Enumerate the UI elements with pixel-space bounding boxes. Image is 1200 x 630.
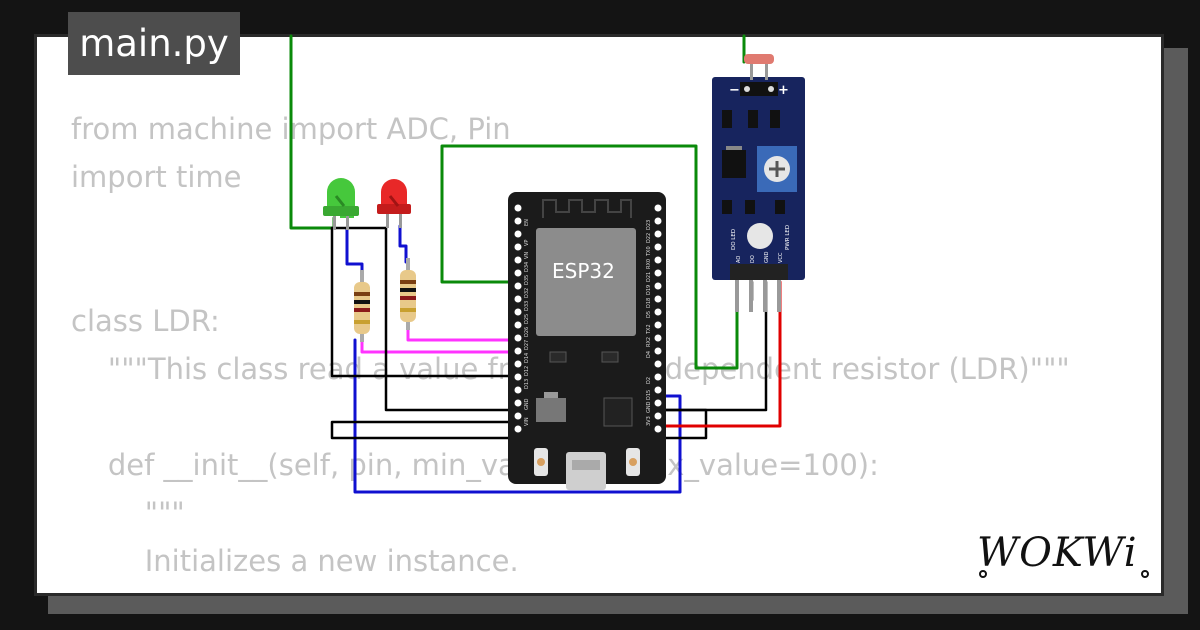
wire-green-d35 xyxy=(440,144,739,370)
esp32-pins-right: D23 D22 TX0 RX0 D21 D19 D18 D5 TX2 RX2 D… xyxy=(646,204,662,433)
pin-label: D23 xyxy=(646,220,652,230)
pin-label: 3V3 xyxy=(646,416,652,426)
code-line: class LDR: xyxy=(71,304,220,338)
pin-label: D32 xyxy=(524,288,530,298)
code-line: :parameter pin A pin that's connected to… xyxy=(71,585,1070,593)
wire-blue-led-red xyxy=(398,224,408,264)
code-line: from machine import ADC, Pin xyxy=(71,112,511,146)
pin-label: D21 xyxy=(646,272,652,282)
pin-label: TX2 xyxy=(646,324,652,335)
wire-black-1 xyxy=(330,226,520,378)
code-editor: from machine import ADC, Pin import time c… xyxy=(71,105,1070,593)
pin-label: RX2 xyxy=(646,337,652,347)
pin-label: D4 xyxy=(646,351,652,358)
pin-label: D25 xyxy=(524,314,530,324)
pin-label: D33 xyxy=(524,301,530,311)
sensor-pin-label: GND xyxy=(764,251,770,263)
red-led-icon xyxy=(377,179,411,228)
wire-magenta-d26 xyxy=(406,324,520,342)
pin-label: VP xyxy=(524,240,530,246)
wokwi-logo: WOKWi xyxy=(977,530,1149,578)
wire-red-vcc xyxy=(656,280,782,428)
pin-label: RX0 xyxy=(646,259,652,269)
chip-label: ESP32 xyxy=(552,259,615,283)
green-led-icon xyxy=(323,178,359,230)
pin-label: GND xyxy=(646,401,652,413)
pin-label: D2 xyxy=(646,377,652,384)
pin-label: D5 xyxy=(646,311,652,318)
sensor-pin-label: AO xyxy=(736,256,742,263)
pin-label: GND xyxy=(524,398,530,410)
led-label-pwr: PWR LED xyxy=(785,225,791,250)
led-label-do: DO LED xyxy=(731,229,737,250)
esp32-board: ESP32 xyxy=(508,192,666,490)
resistor-icon xyxy=(354,270,370,342)
pin-label: D19 xyxy=(646,285,652,295)
wire-black-gnd-sensor xyxy=(656,280,768,412)
wire-blue-gnd xyxy=(353,338,682,494)
pin-label: D26 xyxy=(524,327,530,337)
pin-label: VN xyxy=(524,252,530,259)
sensor-pin-label: DO xyxy=(750,255,756,263)
code-line: import time xyxy=(71,160,242,194)
header-plus: + xyxy=(778,83,789,98)
pin-label: D34 xyxy=(524,262,530,272)
wokwi-logo-text: WOKWi xyxy=(977,530,1138,576)
wire-blue-led-green xyxy=(345,226,364,280)
file-tab[interactable]: main.py xyxy=(68,12,240,75)
resistor-icon xyxy=(400,258,416,330)
code-line: """ xyxy=(71,496,185,530)
pin-label: EN xyxy=(524,219,530,226)
pin-label: D15 xyxy=(646,390,652,400)
esp32-pins-left: EN VP VN D34 D35 D32 D33 D25 D26 D27 D14… xyxy=(514,204,530,433)
pin-label: VIN xyxy=(524,417,530,426)
pin-label: D13 xyxy=(524,379,530,389)
pin-label: D14 xyxy=(524,353,530,363)
wire-black-2 xyxy=(330,226,520,412)
ldr-sensor-module: − + DO LED PWR LED AO DO GND VCC xyxy=(712,54,805,312)
pin-label: D27 xyxy=(524,340,530,350)
pin-label: D22 xyxy=(646,233,652,243)
code-line: Initializes a new instance. xyxy=(71,544,519,578)
pin-label: TX0 xyxy=(646,246,652,257)
header-minus: − xyxy=(729,83,740,98)
sensor-pin-label: VCC xyxy=(778,252,784,263)
pin-label: D18 xyxy=(646,298,652,308)
pin-label: D35 xyxy=(524,275,530,285)
pin-label: D12 xyxy=(524,366,530,376)
